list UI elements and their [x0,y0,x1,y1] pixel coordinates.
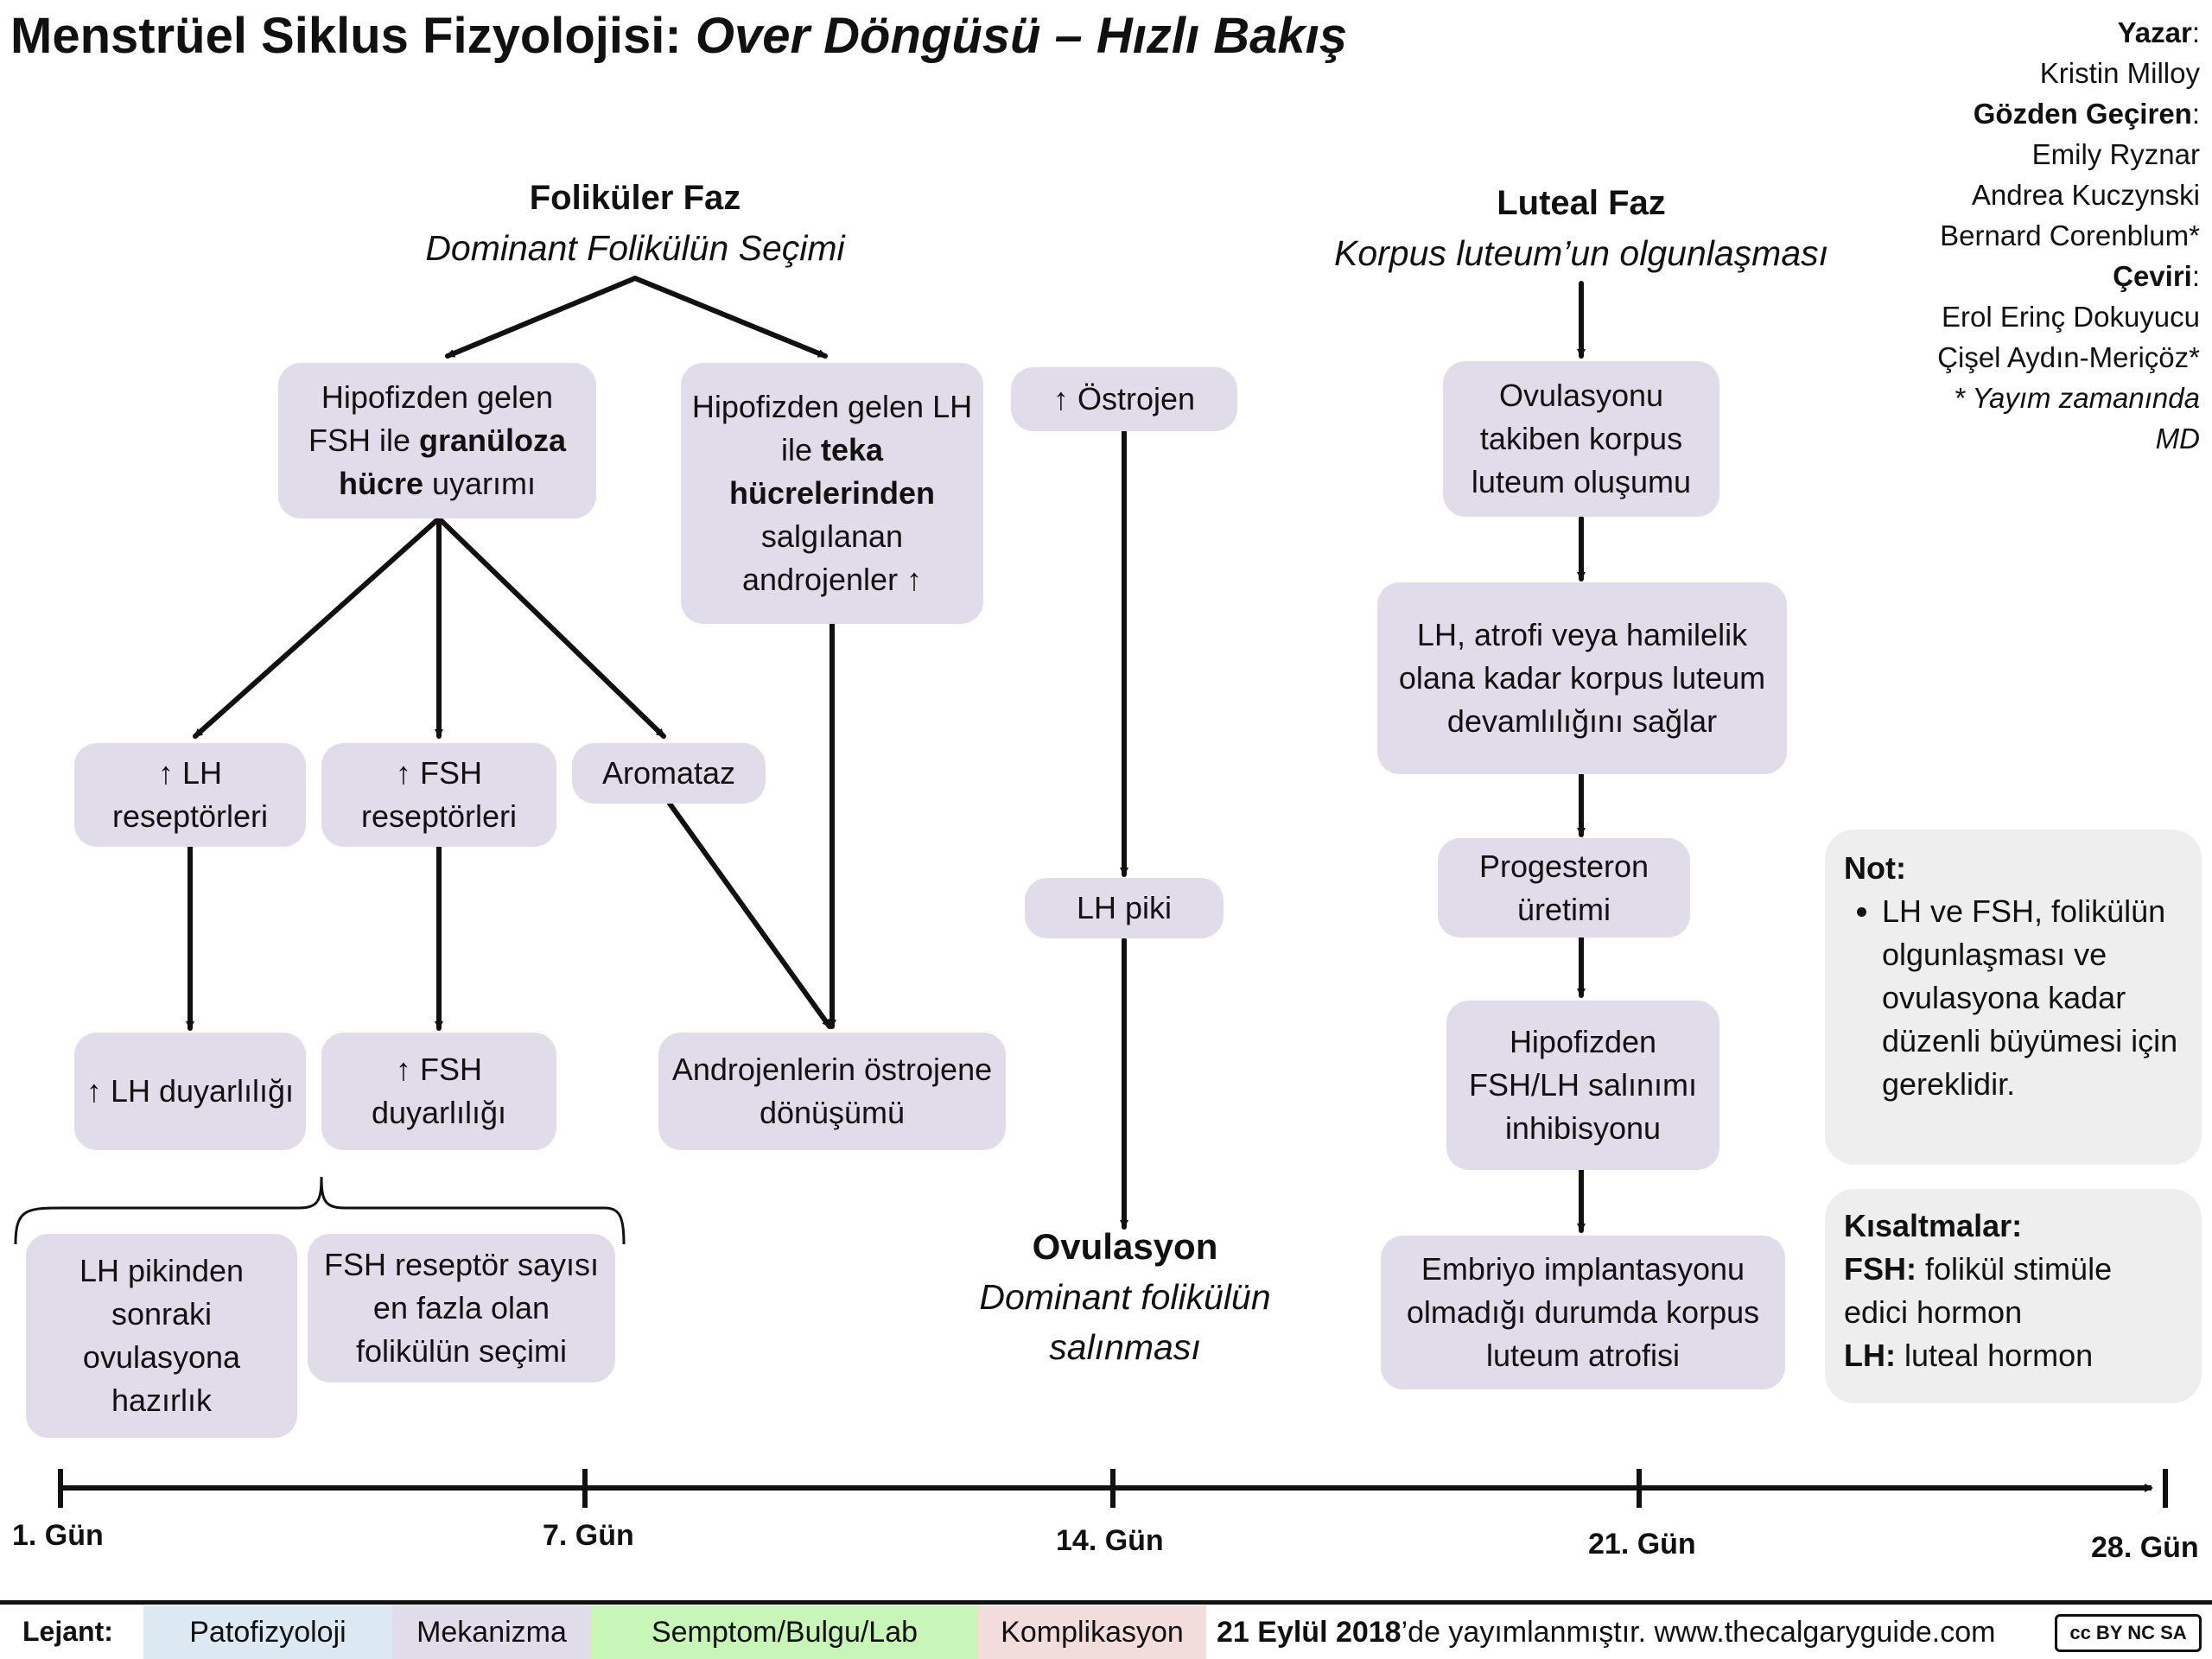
reviewer-name: Bernard Corenblum* [1940,219,2200,251]
fsh-granulosa-box: Hipofizden gelen FSH ile granüloza hücre… [278,363,596,518]
androgen-conversion-box: Androjenlerin östrojene dönüşümü [658,1033,1006,1150]
box-text: Ovulasyonu takiben korpus luteum oluşumu [1471,378,1692,499]
translator-name: Çişel Aydın-Meriçöz* [1937,341,2200,373]
publication-info: 21 Eylül 2018’de yayımlanmıştır. www.the… [1217,1616,1995,1649]
abbreviations-box: Kısaltmalar: FSH: folikül stimüle edici … [1825,1189,2202,1403]
legend-mechanism: Mekanizma [392,1605,591,1659]
lh-sensitivity-box: ↑ LH duyarlılığı [74,1033,306,1150]
author-label: Yazar [2117,16,2192,48]
box-text: Progesteron üretimi [1478,848,1649,927]
title-main: Menstrüel Siklus Fizyolojisi: [10,8,682,64]
legend-complication: Komplikasyon [978,1605,1206,1659]
box-text-bold: granüloza hücre [338,423,567,501]
luteal-step-2: LH, atrofi veya hamilelik olana kadar ko… [1377,582,1787,774]
ovulation-subtitle: Dominant folikülün salınması [979,1277,1271,1367]
timeline-label: 14. Gün [1056,1524,1164,1557]
abbr-text: luteal hormon [1904,1338,2094,1373]
box-text: Androjenlerin östrojene dönüşümü [671,1052,993,1130]
abbr-key: FSH: [1844,1251,1916,1287]
publication-text: ’de yayımlanmıştır. www.thecalgaryguide.… [1401,1616,1996,1649]
fsh-sensitivity-box: ↑ FSH duyarlılığı [321,1033,556,1150]
lh-surge-prep-box: LH pikinden sonraki ovulasyona hazırlık [26,1234,297,1438]
note-heading: Not: [1844,850,1906,886]
estrogen-box: ↑ Östrojen [1011,367,1237,431]
box-text: Hipofizden gelen LH ile [691,389,973,467]
timeline-label: 21. Gün [1588,1528,1696,1560]
abbr-key: LH: [1844,1338,1896,1373]
phase-title: Foliküler Faz [529,179,741,217]
abbr-text: folikül stimüle edici hormon [1844,1251,2113,1330]
box-text: Hipofizden gelen FSH ile [308,379,554,458]
box-text: LH pikinden sonraki ovulasyona hazırlık [79,1253,245,1418]
timeline-label: 7. Gün [543,1519,634,1552]
credits: Yazar: Kristin Milloy Gözden Geçiren: Em… [1937,16,2200,454]
footnote: * Yayım zamanında [1954,382,2200,414]
legend-label: Lejant: [22,1616,113,1647]
box-text: uyarımı [423,466,537,501]
box-text: Embriyo implantasyonu olmadığı durumda k… [1406,1251,1760,1373]
luteal-phase-heading: Luteal Faz Korpus luteum’un olgunlaşması [1279,178,1884,278]
box-text: salgılanan androjenler ↑ [741,518,923,597]
arrow [436,516,666,739]
box-text: ↑ FSH duyarlılığı [371,1052,507,1130]
arrow [667,801,832,1029]
box-text-bold: teka hücrelerinden [728,432,936,511]
fsh-selection-box: FSH reseptör sayısı en fazla olan folikü… [308,1234,615,1382]
translator-name: Erol Erinç Dokuyucu [1942,301,2200,333]
phase-subtitle: Korpus luteum’un olgunlaşması [1333,233,1829,273]
publication-date: 21 Eylül 2018 [1217,1616,1402,1649]
luteal-step-1: Ovulasyonu takiben korpus luteum oluşumu [1443,361,1719,517]
follicular-phase-heading: Foliküler Faz Dominant Folikülün Seçimi [328,173,942,273]
box-text: LH piki [1076,890,1173,925]
title-sub: Over Döngüsü – Hızlı Bakış [695,8,1348,64]
box-text: LH, atrofi veya hamilelik olana kadar ko… [1398,617,1766,739]
lh-theca-box: Hipofizden gelen LH ile teka hücrelerind… [681,363,983,624]
fsh-receptors-box: ↑ FSH reseptörleri [321,743,556,847]
page-title: Menstrüel Siklus Fizyolojisi: Over Döngü… [10,7,1347,65]
phase-subtitle: Dominant Folikülün Seçimi [425,228,845,268]
brace [14,1176,626,1245]
footer [0,1600,2212,1659]
translation-label: Çeviri [2113,260,2192,292]
box-text: Hipofizden FSH/LH salınımı inhibisyonu [1468,1024,1698,1146]
legend-symptom: Semptom/Bulgu/Lab [591,1605,978,1659]
license-badge: cc BY NC SA [2055,1614,2202,1652]
ovulation-heading: Ovulasyon Dominant folikülün salınması [916,1222,1334,1372]
ovulation-title: Ovulasyon [1032,1226,1218,1267]
box-text: ↑ FSH reseptörleri [360,755,518,834]
reviewer-name: Andrea Kuczynski [1971,179,2200,211]
box-text: ↑ Östrojen [1052,381,1196,416]
reviewer-name: Emily Ryznar [2031,138,2200,170]
author-name: Kristin Milloy [2039,57,2200,89]
reviewer-label: Gözden Geçiren [1973,98,2192,130]
luteal-step-3: Progesteron üretimi [1438,838,1690,938]
aromatase-box: Aromataz [572,743,766,804]
arrow [632,276,828,359]
lh-peak-box: LH piki [1025,878,1224,938]
phase-title: Luteal Faz [1497,184,1666,222]
note-box: Not: LH ve FSH, folikülün olgunlaşması v… [1825,830,2202,1165]
box-text: FSH reseptör sayısı en fazla olan folikü… [323,1247,600,1369]
timeline-label: 28. Gün [2091,1531,2199,1564]
luteal-step-5: Embriyo implantasyonu olmadığı durumda k… [1381,1236,1785,1389]
arrow [193,516,442,739]
abbreviations-heading: Kısaltmalar: [1844,1208,2023,1243]
box-text: ↑ LH duyarlılığı [86,1073,295,1109]
box-text: ↑ LH reseptörleri [111,755,269,834]
box-text: Aromataz [601,755,736,791]
arrow [445,276,638,359]
note-bullet: LH ve FSH, folikülün olgunlaşması ve ovu… [1882,890,2183,1106]
footnote-md: MD [2155,423,2200,454]
legend-pathophysiology: Patofizyoloji [143,1605,392,1659]
luteal-step-4: Hipofizden FSH/LH salınımı inhibisyonu [1446,1001,1719,1170]
timeline-label: 1. Gün [12,1519,104,1552]
lh-receptors-box: ↑ LH reseptörleri [74,743,306,847]
